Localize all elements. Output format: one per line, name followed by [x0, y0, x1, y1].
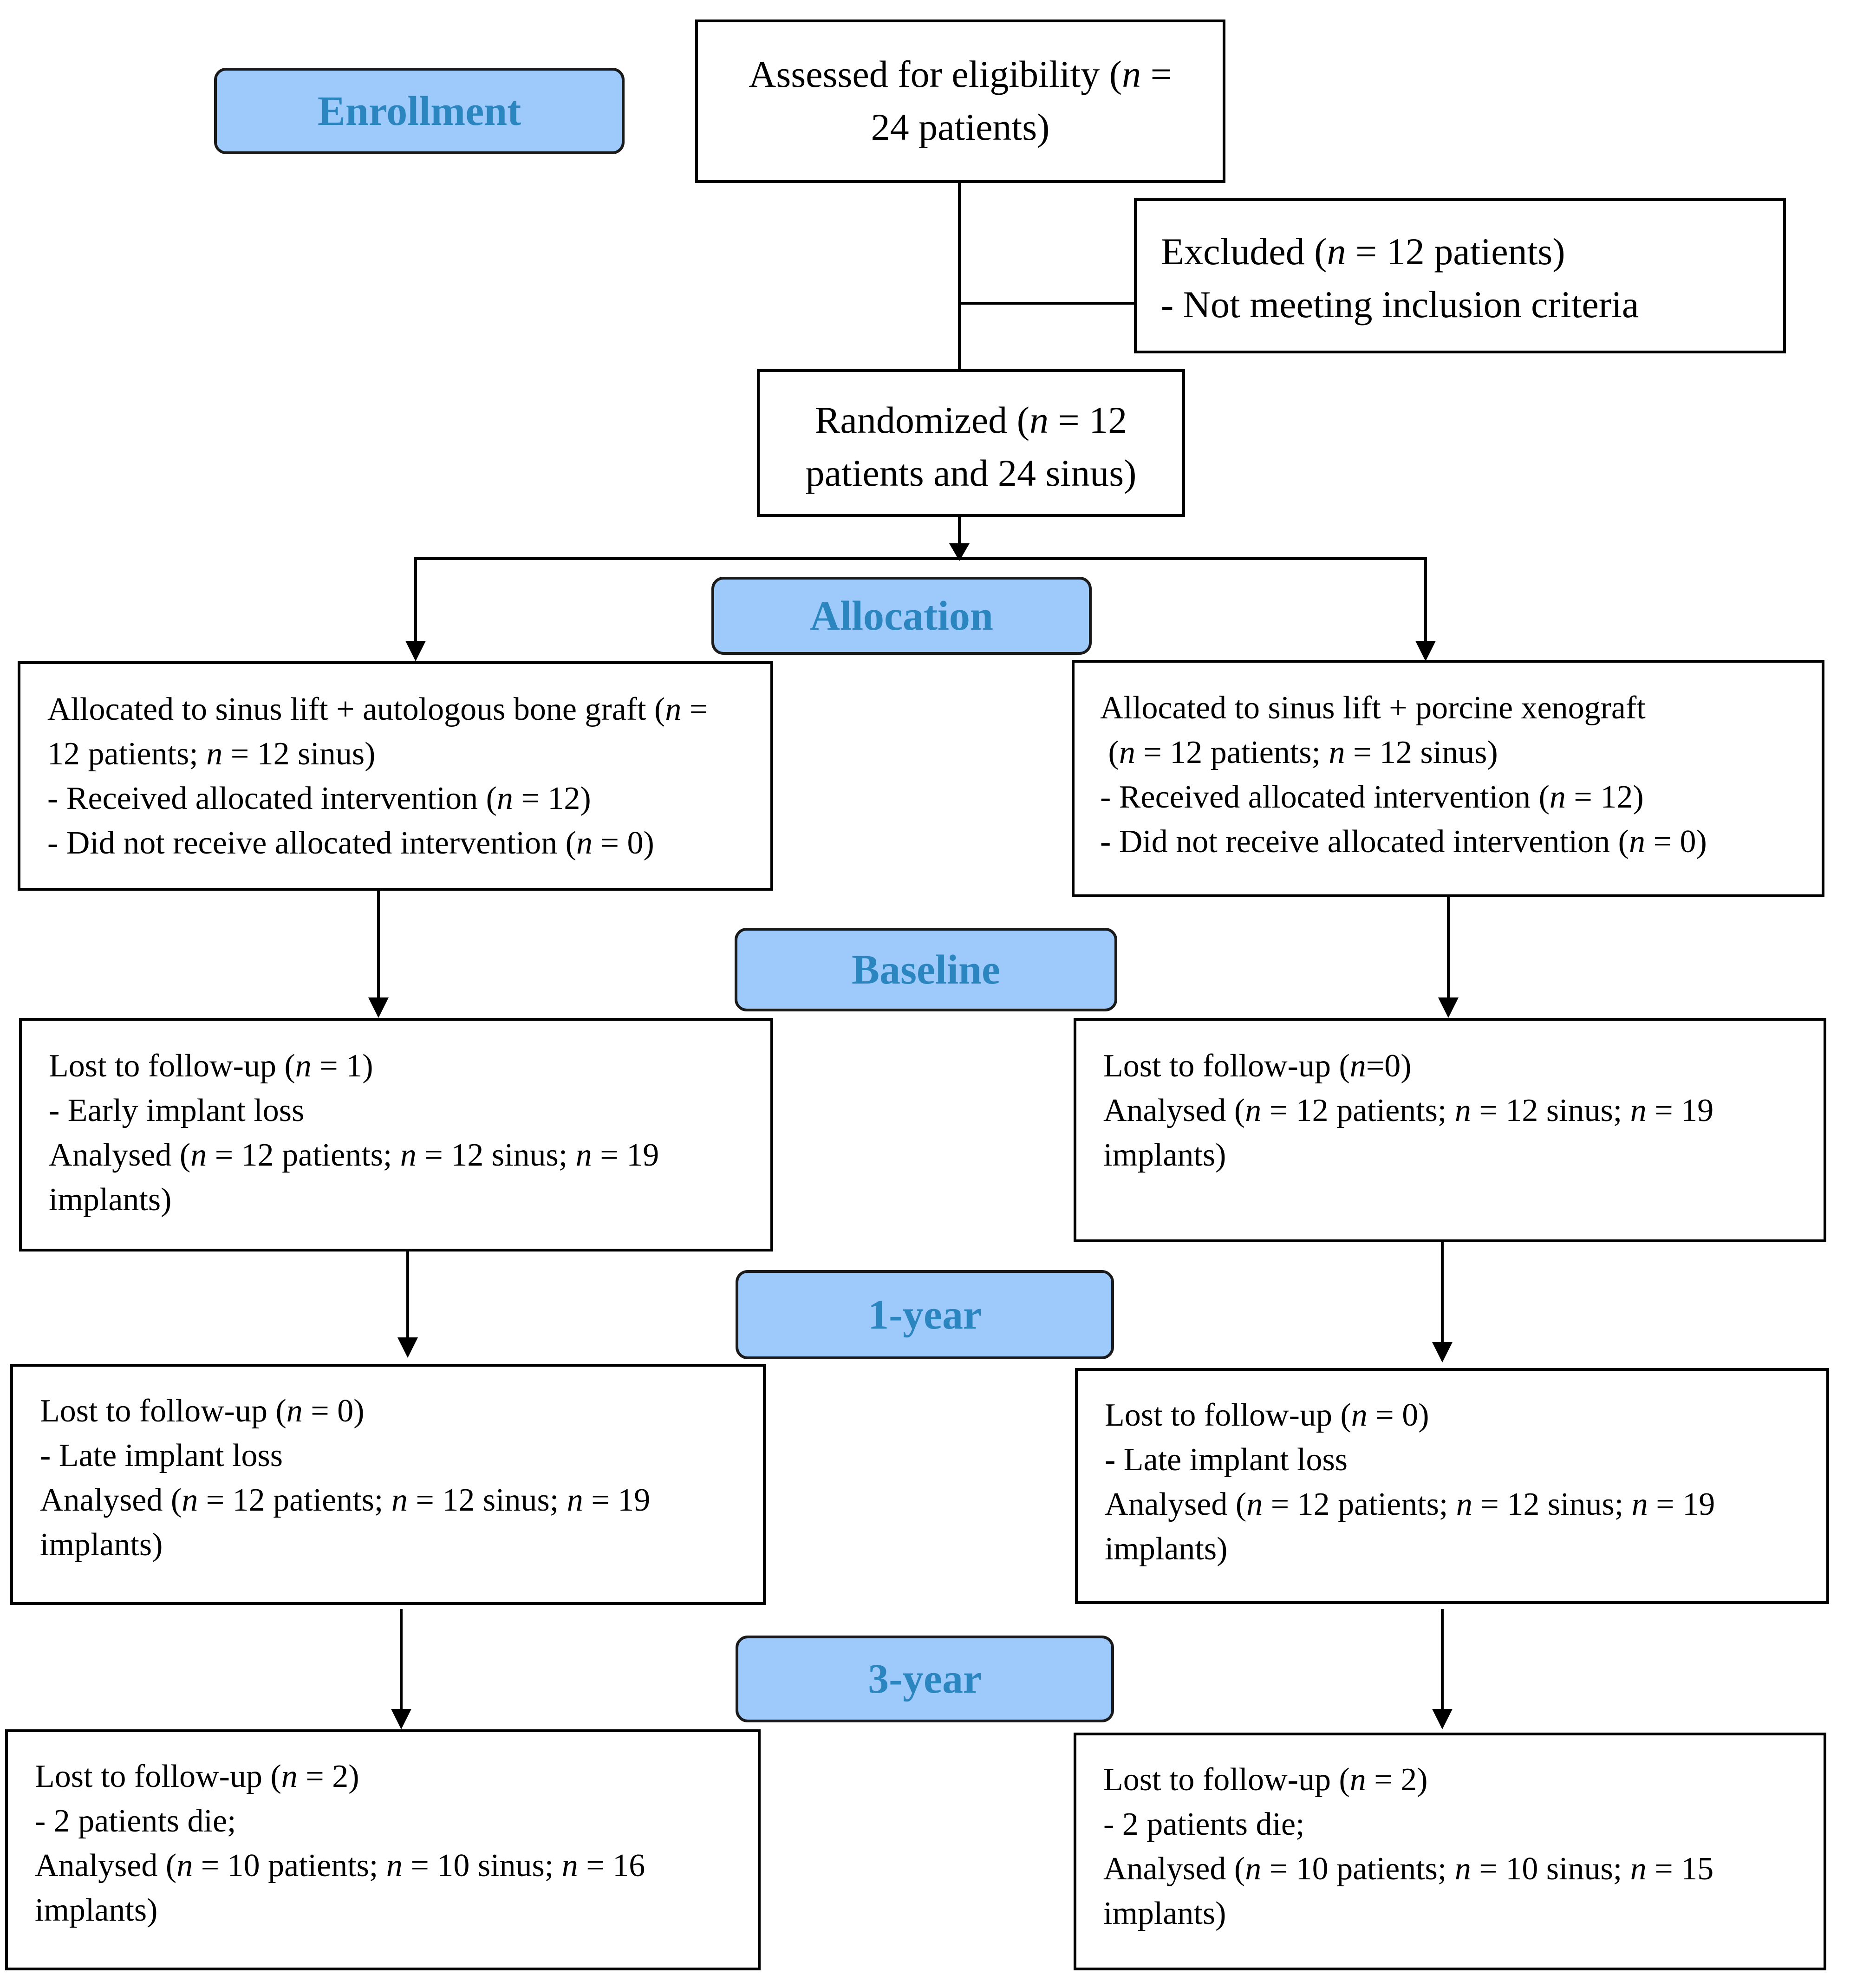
arrowhead-left-allocated	[405, 641, 426, 661]
left-allocated-line: - Received allocated intervention (n = 1…	[47, 781, 591, 816]
arrowhead-right-baseline	[1438, 997, 1459, 1018]
excluded-line: - Not meeting inclusion criteria	[1161, 283, 1639, 326]
excluded-box: Excluded (n = 12 patients) - Not meeting…	[1134, 198, 1786, 353]
right-one-year-box: Lost to follow-up (n = 0) - Late implant…	[1075, 1368, 1829, 1604]
left-one-year-line: - Late implant loss	[40, 1438, 283, 1473]
left-baseline-line: - Early implant loss	[49, 1093, 305, 1128]
right-allocated-line: - Received allocated intervention (n = 1…	[1100, 779, 1644, 815]
stage-enrollment: Enrollment	[214, 68, 625, 154]
left-allocated-line: Allocated to sinus lift + autologous bon…	[47, 691, 708, 727]
assessed-box: Assessed for eligibility (n = 24 patient…	[695, 20, 1225, 183]
stage-three-year: 3-year	[736, 1636, 1114, 1722]
left-baseline-line: Analysed (n = 12 patients; n = 12 sinus;…	[49, 1137, 659, 1173]
assessed-line: Assessed for eligibility (n =	[749, 53, 1172, 95]
left-allocated-box: Allocated to sinus lift + autologous bon…	[18, 661, 773, 891]
right-one-year-line: Lost to follow-up (n = 0)	[1105, 1397, 1429, 1433]
stage-allocation: Allocation	[711, 577, 1092, 655]
right-baseline-line: Lost to follow-up (n=0)	[1103, 1048, 1412, 1084]
left-three-year-box: Lost to follow-up (n = 2) - 2 patients d…	[5, 1729, 761, 1970]
left-allocated-line: - Did not receive allocated intervention…	[47, 825, 654, 861]
arrowhead-right-threeyear	[1432, 1709, 1453, 1729]
right-allocated-box: Allocated to sinus lift + porcine xenogr…	[1072, 660, 1824, 897]
right-allocated-line: - Did not receive allocated intervention…	[1100, 824, 1707, 860]
excluded-line: Excluded (n = 12 patients)	[1161, 230, 1565, 273]
right-allocated-line: (n = 12 patients; n = 12 sinus)	[1108, 735, 1498, 770]
right-three-year-line: implants)	[1103, 1896, 1226, 1931]
stage-three-year-label: 3-year	[868, 1656, 982, 1702]
left-baseline-line: Lost to follow-up (n = 1)	[49, 1048, 373, 1084]
stage-baseline: Baseline	[735, 928, 1117, 1011]
left-three-year-line: - 2 patients die;	[35, 1803, 236, 1839]
stage-one-year-label: 1-year	[868, 1291, 982, 1338]
left-one-year-box: Lost to follow-up (n = 0) - Late implant…	[10, 1364, 766, 1605]
left-baseline-line: implants)	[49, 1182, 172, 1218]
stage-baseline-label: Baseline	[851, 946, 1000, 993]
right-allocated-line: Allocated to sinus lift + porcine xenogr…	[1100, 690, 1646, 726]
right-three-year-line: Analysed (n = 10 patients; n = 10 sinus;…	[1103, 1851, 1714, 1887]
right-one-year-line: Analysed (n = 12 patients; n = 12 sinus;…	[1105, 1486, 1715, 1522]
left-one-year-line: Analysed (n = 12 patients; n = 12 sinus;…	[40, 1482, 651, 1518]
arrowhead-left-oneyear	[397, 1337, 418, 1358]
left-baseline-box: Lost to follow-up (n = 1) - Early implan…	[19, 1018, 773, 1251]
left-allocated-line: 12 patients; n = 12 sinus)	[47, 736, 376, 772]
left-three-year-line: implants)	[35, 1892, 158, 1928]
right-three-year-line: - 2 patients die;	[1103, 1806, 1305, 1842]
stage-allocation-label: Allocation	[810, 593, 993, 639]
right-one-year-line: implants)	[1105, 1531, 1228, 1567]
left-three-year-line: Lost to follow-up (n = 2)	[35, 1759, 359, 1794]
randomized-line: Randomized (n = 12	[814, 399, 1127, 441]
assessed-line: 24 patients)	[871, 106, 1050, 148]
arrowhead-right-allocated	[1415, 641, 1436, 661]
arrowhead-split	[949, 543, 970, 561]
stage-enrollment-label: Enrollment	[317, 88, 521, 134]
arrowhead-left-baseline	[368, 997, 389, 1018]
stage-one-year: 1-year	[736, 1270, 1114, 1359]
left-one-year-line: implants)	[40, 1527, 163, 1563]
right-baseline-box: Lost to follow-up (n=0) Analysed (n = 12…	[1074, 1018, 1826, 1242]
left-three-year-line: Analysed (n = 10 patients; n = 10 sinus;…	[35, 1848, 645, 1884]
right-baseline-line: implants)	[1103, 1137, 1226, 1173]
arrowhead-left-threeyear	[391, 1709, 411, 1729]
arrowhead-right-oneyear	[1432, 1342, 1453, 1362]
right-one-year-line: - Late implant loss	[1105, 1442, 1348, 1478]
right-baseline-line: Analysed (n = 12 patients; n = 12 sinus;…	[1103, 1093, 1714, 1128]
left-one-year-line: Lost to follow-up (n = 0)	[40, 1393, 365, 1429]
randomized-line: patients and 24 sinus)	[805, 452, 1137, 494]
right-three-year-line: Lost to follow-up (n = 2)	[1103, 1762, 1428, 1798]
randomized-box: Randomized (n = 12 patients and 24 sinus…	[757, 369, 1185, 517]
right-three-year-box: Lost to follow-up (n = 2) - 2 patients d…	[1074, 1733, 1826, 1970]
